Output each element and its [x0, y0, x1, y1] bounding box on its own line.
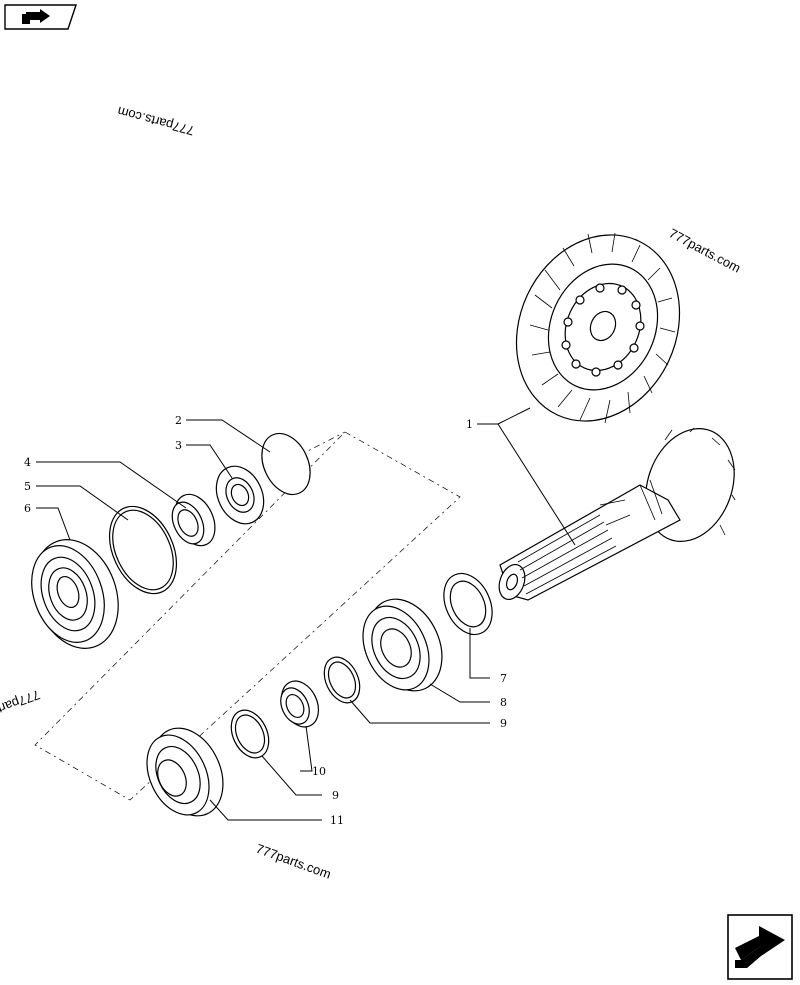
watermark-top-right: 777parts.com	[667, 225, 744, 275]
part-label-7: 7	[500, 672, 507, 685]
nut-3	[215, 465, 265, 525]
o-ring-5	[108, 505, 178, 595]
ring-9b	[230, 709, 270, 759]
part-label-11: 11	[330, 814, 344, 827]
assembly-outline	[34, 431, 461, 801]
pinion-shaft	[498, 427, 736, 601]
part-label-8: 8	[500, 696, 507, 709]
shim-7	[443, 572, 493, 636]
bearing-4	[171, 493, 216, 547]
part-label-10: 10	[312, 765, 326, 778]
watermark-bottom: 777parts.com	[254, 841, 333, 882]
part-label-4: 4	[24, 456, 31, 469]
part-number-labels: 1 2 3 4 5 6 7 8 9 9 10 11	[24, 414, 507, 827]
part-label-2: 2	[175, 414, 182, 427]
housing-6	[31, 539, 119, 649]
part-label-6: 6	[24, 502, 31, 515]
watermarks: 777parts.com 777parts.com 777parts 777pa…	[0, 104, 743, 882]
part-label-9a: 9	[500, 717, 507, 730]
part-label-9b: 9	[332, 789, 339, 802]
watermark-left-edge: 777parts	[0, 687, 42, 719]
ring-9a	[323, 656, 361, 704]
nut-10	[280, 680, 320, 728]
part-label-3: 3	[175, 439, 182, 452]
watermark-top-left: 777parts.com	[116, 104, 196, 139]
bearing-11	[146, 727, 224, 817]
next-page-arrow-icon[interactable]	[725, 912, 795, 982]
part-label-1: 1	[466, 418, 473, 431]
ring-gear	[515, 232, 681, 424]
washer-2	[261, 432, 311, 496]
part-label-5: 5	[24, 480, 31, 493]
bearing-8	[362, 598, 443, 692]
leader-lines	[36, 407, 576, 821]
prev-page-arrow-icon[interactable]	[0, 0, 80, 34]
